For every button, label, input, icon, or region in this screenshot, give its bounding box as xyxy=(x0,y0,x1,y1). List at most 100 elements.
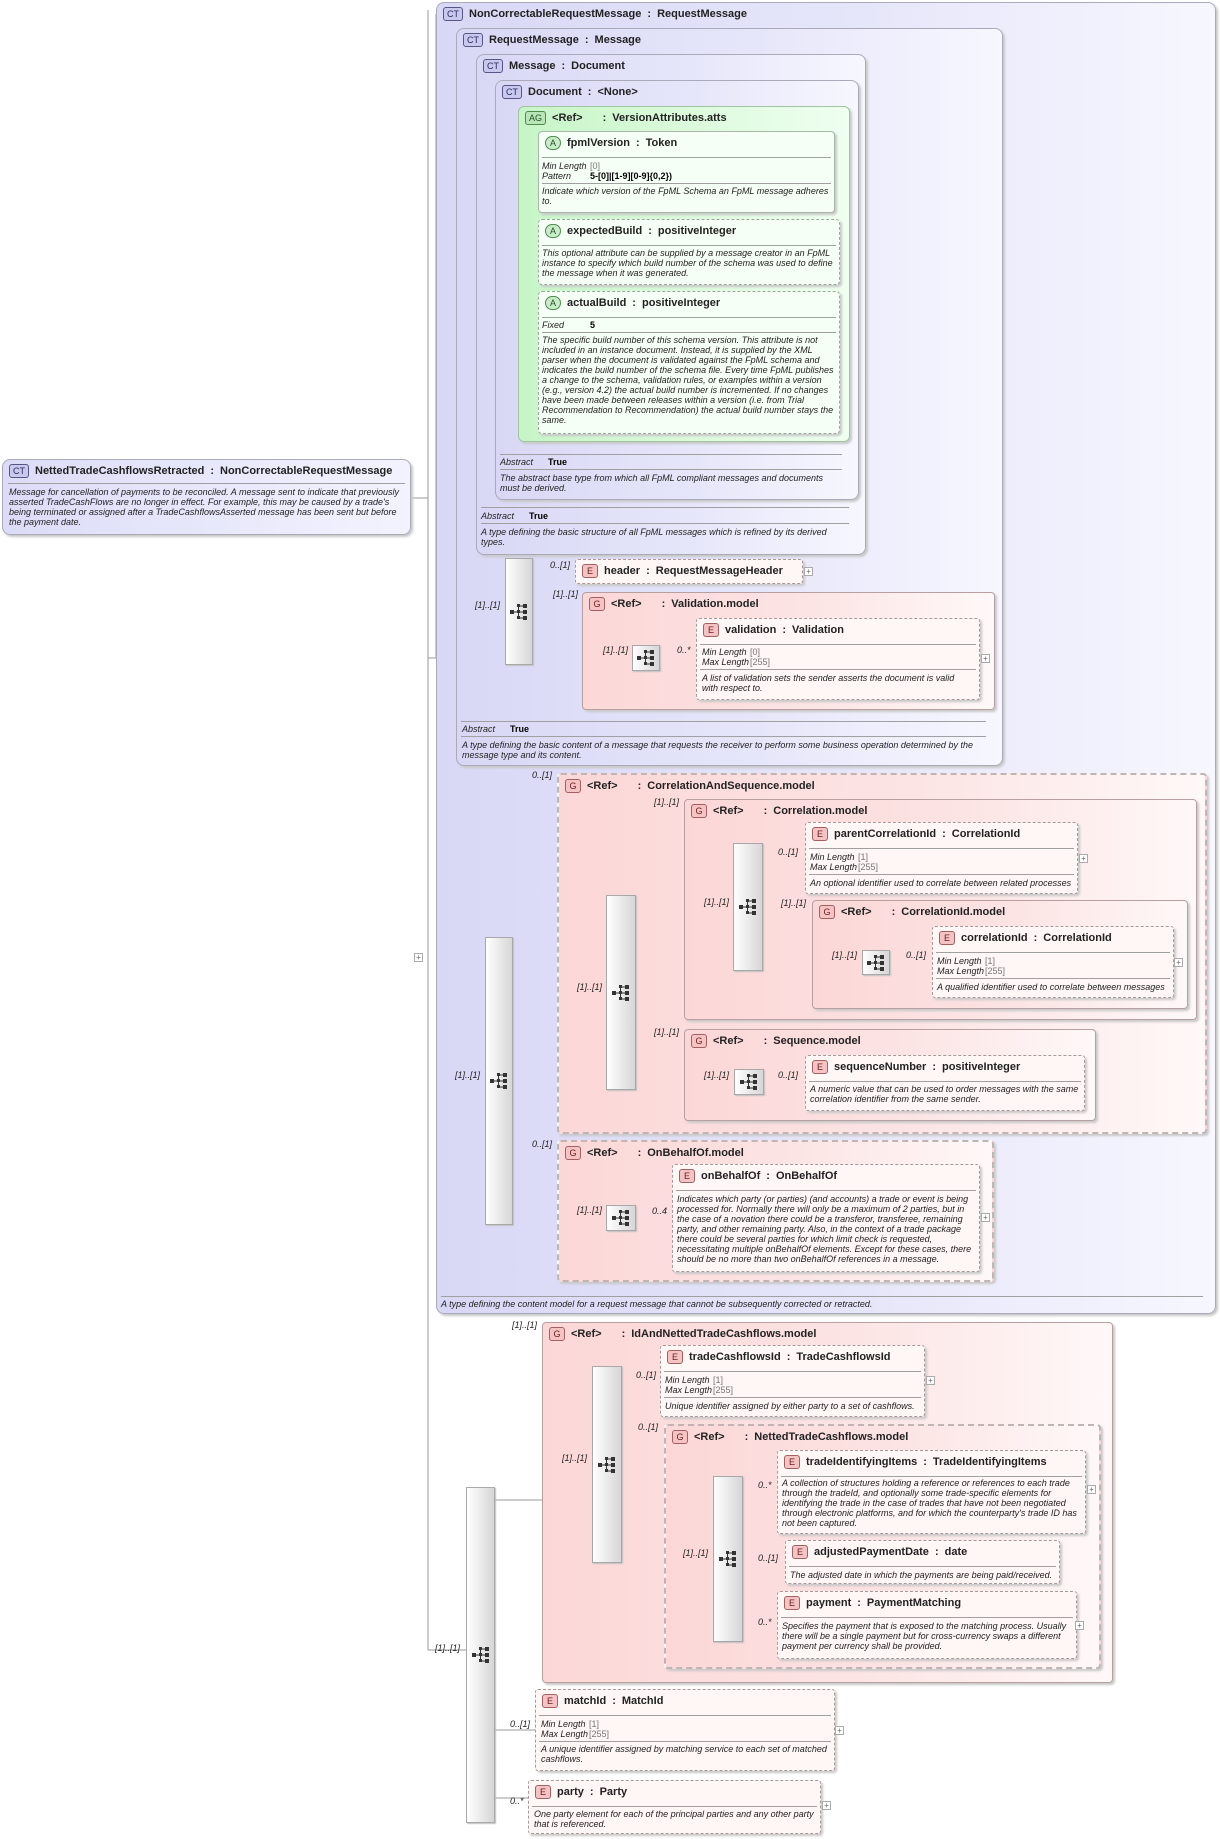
element-validation[interactable]: E validation : Validation Min Length[0] … xyxy=(696,618,980,700)
element-type: positiveInteger xyxy=(941,1061,1021,1073)
group-header: G <Ref> : Sequence.model xyxy=(691,1034,861,1048)
cardinality-label: [1]..[1] xyxy=(704,897,730,907)
separator: : xyxy=(635,137,640,149)
sequence-compositor[interactable] xyxy=(713,1476,743,1642)
element-header-label: E tradeCashflowsId : TradeCashflowsId xyxy=(667,1350,891,1364)
type-doc: A type defining the basic content of a m… xyxy=(462,740,973,760)
prop-value: [1] xyxy=(589,1719,600,1729)
expand-icon[interactable]: + xyxy=(981,654,990,663)
group-name: IdAndNettedTradeCashflows.model xyxy=(631,1328,817,1340)
element-correlation-id[interactable]: E correlationId : CorrelationId Min Leng… xyxy=(932,926,1174,998)
attr-header: A actualBuild : positiveInteger xyxy=(545,296,720,310)
expand-icon[interactable]: + xyxy=(981,1213,990,1222)
divider xyxy=(936,952,1170,953)
separator: : xyxy=(923,1456,927,1468)
cardinality-label: [1]..[1] xyxy=(654,797,680,807)
sequence-compositor[interactable] xyxy=(606,1205,636,1231)
prop-label: Max Length xyxy=(702,657,750,667)
ct-header: CT NonCorrectableRequestMessage : Reques… xyxy=(443,7,747,21)
sequence-compositor[interactable] xyxy=(592,1366,622,1563)
base-type: Message xyxy=(594,34,642,46)
cardinality-label: [1]..[1] xyxy=(553,589,579,599)
prop-value: [1] xyxy=(985,956,996,966)
prop-label: Max Length xyxy=(937,966,985,976)
sequence-compositor[interactable] xyxy=(734,1069,764,1095)
sequence-compositor[interactable] xyxy=(606,895,636,1090)
element-on-behalf-of[interactable]: E onBehalfOf : OnBehalfOf Indicates whic… xyxy=(672,1164,980,1272)
divider xyxy=(664,1371,921,1372)
element-icon: E xyxy=(784,1596,800,1610)
ref-label: <Ref> xyxy=(713,805,744,817)
attribute-icon: A xyxy=(545,296,561,310)
expand-icon[interactable]: + xyxy=(1174,958,1183,967)
element-trade-identifying-items[interactable]: E tradeIdentifyingItems : TradeIdentifyi… xyxy=(777,1450,1086,1534)
expand-icon[interactable]: + xyxy=(1075,1621,1084,1630)
ref-label: <Ref> xyxy=(841,906,872,918)
group-header: G <Ref> : NettedTradeCashflows.model xyxy=(672,1430,908,1444)
element-sequence-number[interactable]: E sequenceNumber : positiveInteger A num… xyxy=(805,1055,1085,1111)
sequence-compositor[interactable] xyxy=(733,843,763,971)
cardinality-label: 0..[1] xyxy=(550,560,571,570)
root-element-header: CT NettedTradeCashflowsRetracted : NonCo… xyxy=(9,464,392,478)
element-name: correlationId xyxy=(961,932,1028,944)
divider xyxy=(542,245,836,246)
root-element-box[interactable]: CT NettedTradeCashflowsRetracted : NonCo… xyxy=(2,459,423,962)
element-name: matchId xyxy=(564,1695,607,1707)
cardinality-label: 0..* xyxy=(758,1617,772,1627)
expand-icon[interactable]: + xyxy=(1079,854,1088,863)
expand-icon[interactable]: + xyxy=(804,567,813,576)
element-party[interactable]: E party : Party One party element for ea… xyxy=(528,1780,821,1834)
sequence-icon xyxy=(470,1644,492,1666)
ref-label: <Ref> xyxy=(571,1328,602,1340)
expand-icon[interactable]: + xyxy=(1087,1485,1096,1494)
root-element-doc: Message for cancellation of payments to … xyxy=(9,487,400,527)
divider xyxy=(441,1296,1203,1297)
element-match-id[interactable]: E matchId : MatchId Min Length[1] Max Le… xyxy=(535,1689,835,1771)
attribute-fpml-version[interactable]: A fpmlVersion : Token Min Length[0] Patt… xyxy=(538,131,835,213)
cardinality-label: [1]..[1] xyxy=(781,898,807,908)
expand-icon[interactable]: + xyxy=(822,1801,831,1810)
group-header: G <Ref> : CorrelationId.model xyxy=(819,905,1005,919)
ct-header: CT RequestMessage : Message xyxy=(463,33,641,47)
ct-header: CT Document : <None> xyxy=(502,85,638,99)
element-payment[interactable]: E payment : PaymentMatching Specifies th… xyxy=(777,1591,1077,1659)
sequence-icon xyxy=(610,982,632,1004)
expand-icon[interactable]: + xyxy=(414,953,423,962)
sequence-icon xyxy=(738,1071,760,1093)
element-doc: A numeric value that can be used to orde… xyxy=(810,1084,1079,1104)
element-doc: Unique identifier assigned by either par… xyxy=(665,1401,915,1411)
cardinality-label: 0..[1] xyxy=(758,1553,779,1563)
separator: : xyxy=(942,828,946,840)
divider xyxy=(500,454,842,455)
element-header-label: E sequenceNumber : positiveInteger xyxy=(812,1060,1020,1074)
group-icon: G xyxy=(589,597,605,611)
type-name: Document xyxy=(528,86,582,98)
group-name: CorrelationAndSequence.model xyxy=(647,780,815,792)
type-name: RequestMessage xyxy=(489,34,579,46)
sequence-icon xyxy=(737,896,759,918)
expand-icon[interactable]: + xyxy=(926,1376,935,1385)
element-parent-correlation-id[interactable]: E parentCorrelationId : CorrelationId Mi… xyxy=(805,822,1078,894)
sequence-compositor[interactable] xyxy=(505,558,533,665)
sequence-compositor[interactable] xyxy=(862,950,890,975)
attribute-expected-build[interactable]: A expectedBuild : positiveInteger This o… xyxy=(538,219,840,285)
divider xyxy=(8,483,405,484)
element-name: adjustedPaymentDate xyxy=(814,1546,929,1558)
element-trade-cashflows-id[interactable]: E tradeCashflowsId : TradeCashflowsId Mi… xyxy=(660,1345,925,1417)
sequence-compositor[interactable] xyxy=(485,937,513,1225)
sequence-compositor[interactable] xyxy=(632,645,660,671)
group-header: G <Ref> : CorrelationAndSequence.model xyxy=(565,779,815,793)
sequence-compositor[interactable] xyxy=(466,1487,495,1823)
element-adjusted-payment-date[interactable]: E adjustedPaymentDate : date The adjuste… xyxy=(785,1540,1060,1584)
ref-label: <Ref> xyxy=(587,1147,618,1159)
attr-doc: This optional attribute can be supplied … xyxy=(542,248,833,278)
element-header[interactable]: E header : RequestMessageHeader xyxy=(575,559,803,584)
element-name: party xyxy=(557,1786,584,1798)
prop-label: Max Length xyxy=(810,862,858,872)
element-type: Party xyxy=(599,1786,628,1798)
expand-icon[interactable]: + xyxy=(835,1726,844,1735)
type-name: Message xyxy=(509,60,556,72)
complex-type-icon: CT xyxy=(483,59,503,73)
